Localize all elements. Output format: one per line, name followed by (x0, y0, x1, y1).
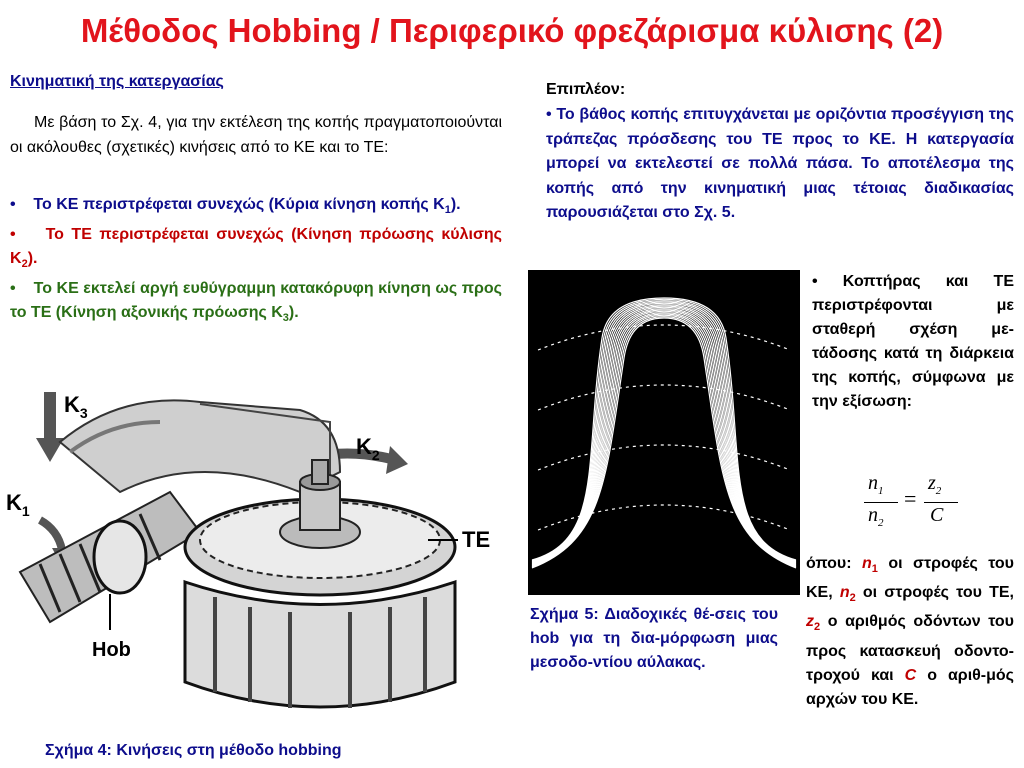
extra-label: Επιπλέον: (546, 81, 626, 98)
hob-positions-figure (528, 270, 800, 595)
hob-trajectory-line (531, 302, 797, 563)
hob-trajectory-line (531, 317, 797, 569)
hob-trajectory-line (531, 298, 797, 562)
figure-5-caption: Σχήμα 5: Διαδοχικές θέ-σεις του hob για … (530, 606, 778, 671)
hob-trajectory-line (531, 313, 797, 567)
formula-fraction-bar-left (864, 502, 898, 503)
hob-label: Hob (92, 639, 131, 661)
k3-label: K3 (64, 392, 88, 421)
hob-envelope-line (537, 384, 791, 411)
depth-bullet: • Το βάθος κοπής επιτυγχάνεται με οριζόν… (546, 106, 1014, 221)
bullet-3: • Το ΚΕ εκτελεί αργή ευθύγραμμη κατακόρυ… (10, 279, 503, 325)
figure-4-caption: Σχήμα 4: Κινήσεις στη μέθοδο hobbing (45, 742, 342, 759)
hob-trajectory-line (531, 301, 797, 563)
hob-trajectory-line (531, 304, 797, 564)
hobbing-figure: K3 K2 K1 TE Hob (0, 382, 505, 732)
hob-envelope-line (537, 324, 791, 351)
page-title: Μέθοδος Hobbing / Περιφερικό φρεζάρισμα … (80, 12, 944, 49)
k1-label: K1 (6, 490, 30, 519)
hob-trajectory-line (531, 314, 797, 568)
hob-trajectory-line (531, 300, 797, 562)
hob-trajectory-line (531, 297, 797, 561)
hob-trajectory-lines (531, 297, 797, 569)
machine-table (183, 579, 457, 709)
hob-trajectory-line (531, 306, 797, 565)
ratio-formula: n1 n2 = z2 C (864, 472, 984, 532)
gear-workpiece (183, 459, 457, 597)
formula-fraction-bar-right (924, 502, 958, 503)
variables-legend: όπου: n1 οι στροφές του ΚΕ, n2 οι στροφέ… (806, 555, 1014, 708)
formula-equals: = (904, 486, 917, 511)
hob-trajectory-line (531, 310, 797, 566)
te-label: TE (462, 527, 490, 552)
hob-envelope-line (537, 444, 791, 471)
hob-trajectory-line (531, 312, 797, 567)
formula-n2: n2 (868, 504, 884, 529)
formula-c: C (930, 504, 944, 526)
k2-label: K2 (356, 434, 380, 463)
hob-trajectory-line (531, 309, 797, 566)
bullet-list: • Το ΚΕ περιστρέφεται συνεχώς (Κύρια κίν… (10, 193, 502, 331)
kinematics-heading: Κινηματική της κατεργασίας (10, 73, 224, 90)
formula-n1: n1 (868, 472, 884, 497)
intro-paragraph: Με βάση το Σχ. 4, για την εκτέλεση της κ… (10, 114, 502, 156)
hob-housing (58, 399, 342, 494)
hob-trajectory-line (531, 308, 797, 565)
k3-arrow-icon (36, 392, 64, 462)
formula-z2: z2 (928, 472, 942, 497)
bullet-2: • Το ΤΕ περιστρέφεται συνεχώς (Κίνηση πρ… (10, 225, 503, 271)
hob-trajectory-line (531, 305, 797, 564)
hob-envelope-line (537, 504, 791, 531)
rotation-bullet: • Κοπτήρας και ΤΕ περιστρέφονται με σταθ… (812, 273, 1014, 410)
bullet-1: • Το ΚΕ περιστρέφεται συνεχώς (Κύρια κίν… (10, 196, 461, 217)
hob-trajectory-line (531, 316, 797, 569)
